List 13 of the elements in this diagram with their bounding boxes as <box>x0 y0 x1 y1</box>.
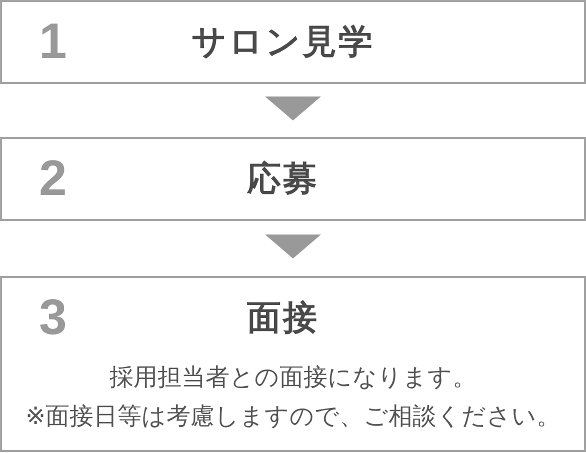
step-description: 採用担当者との面接になります。 <box>110 362 476 393</box>
step-title: 面接 <box>247 300 319 336</box>
step-number: 2 <box>39 153 67 203</box>
down-arrow <box>265 234 321 258</box>
step-title: サロン見学 <box>192 24 374 60</box>
step-box <box>0 276 586 452</box>
step-number: 1 <box>39 16 67 66</box>
step-box <box>0 137 586 221</box>
step-box <box>0 0 586 84</box>
step-title: 応募 <box>247 161 319 197</box>
down-arrow <box>265 96 321 120</box>
step-description: ※面接日等は考慮しますので、ご相談ください。 <box>25 401 561 432</box>
step-number: 3 <box>39 292 67 342</box>
